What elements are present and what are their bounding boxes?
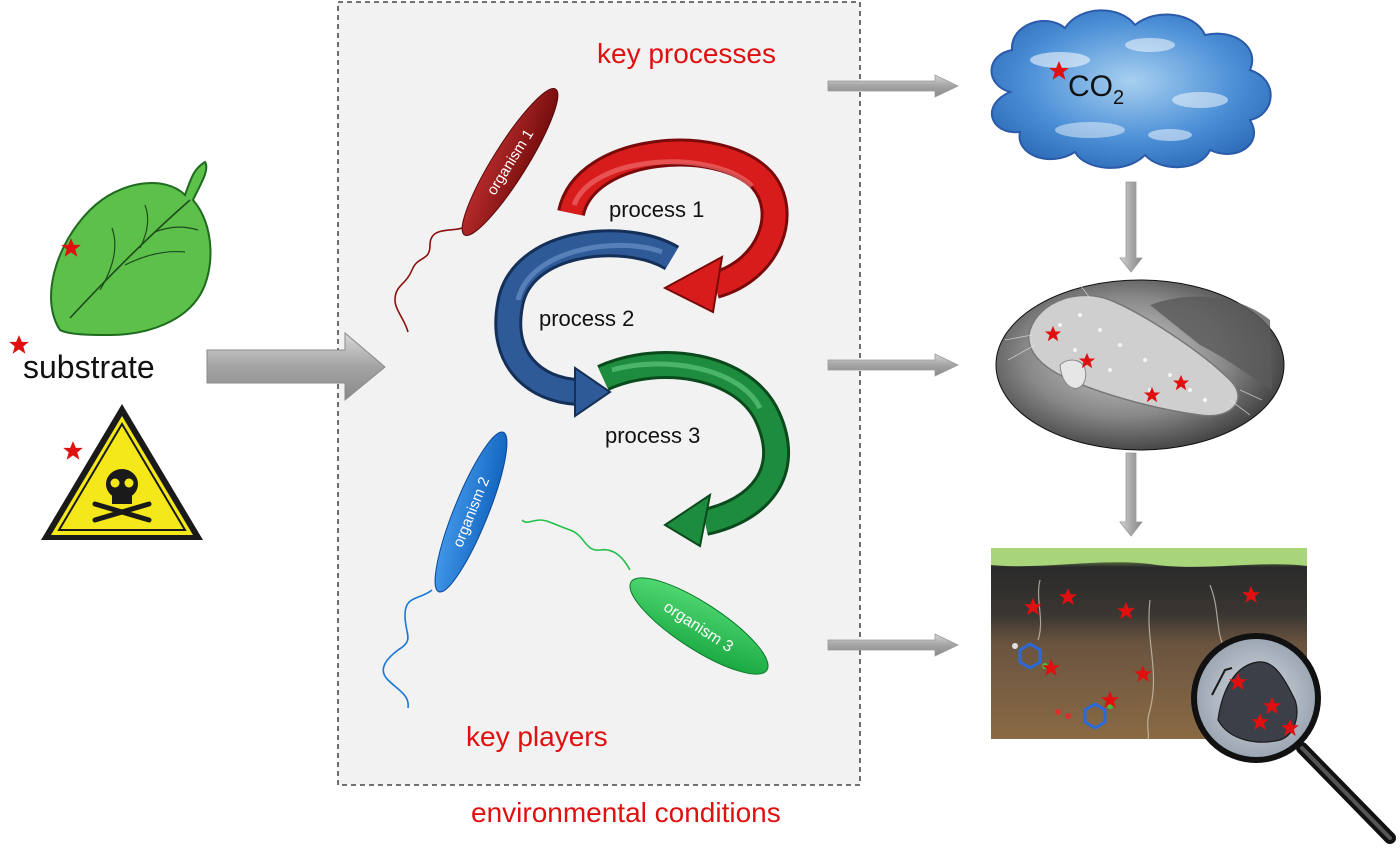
magnifier-icon <box>1191 633 1396 844</box>
bacterium-photo <box>995 279 1285 451</box>
arrow-to-biomass <box>827 353 959 377</box>
cloud-icon <box>990 9 1272 169</box>
star-icon <box>63 441 83 460</box>
process-2-arrow <box>494 229 680 418</box>
key-players-label: key players <box>466 721 608 752</box>
substrate-arrow <box>206 331 386 402</box>
arrow-to-co2 <box>827 74 959 98</box>
key-processes-label: key processes <box>597 38 776 69</box>
process-3-label: process 3 <box>605 423 700 448</box>
process-1-arrow <box>557 138 789 314</box>
leaf-icon <box>50 160 212 337</box>
substrate-label: substrate <box>23 349 155 385</box>
process-3-arrow <box>597 351 791 548</box>
process-1-label: process 1 <box>609 197 704 222</box>
arrow-biomass-to-soil <box>1119 452 1143 537</box>
environmental-conditions-label: environmental conditions <box>471 797 781 828</box>
arrow-to-soil <box>827 633 959 657</box>
co2-label: CO2 <box>1068 70 1124 109</box>
process-2-label: process 2 <box>539 306 634 331</box>
toxic-hazard-icon <box>41 404 203 540</box>
arrow-co2-to-biomass <box>1119 181 1143 273</box>
